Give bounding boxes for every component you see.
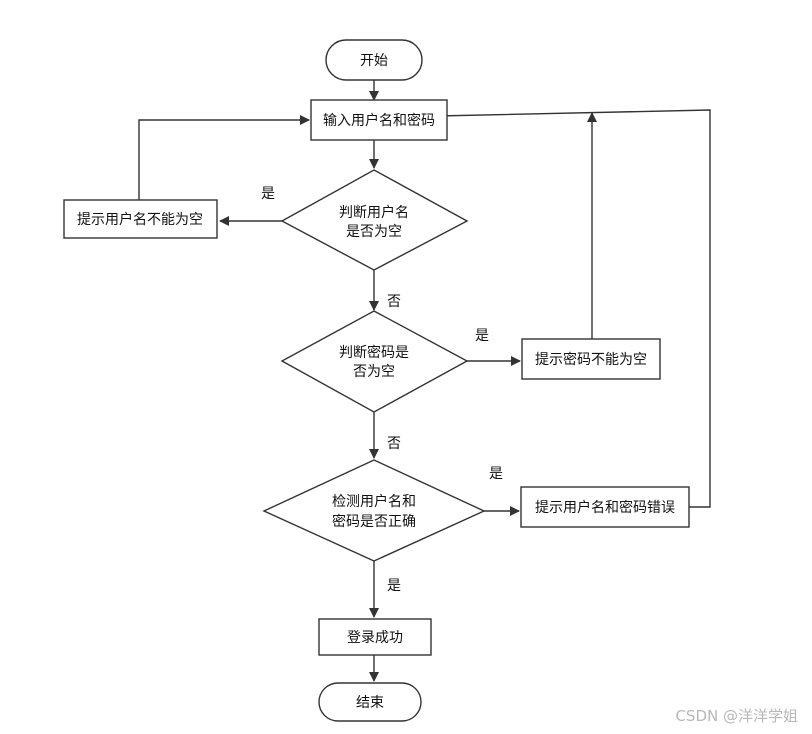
check-username-label-line2: 是否为空 — [346, 224, 402, 240]
watermark: CSDN @洋洋学姐 — [675, 707, 798, 725]
input-node: 输入用户名和密码 — [310, 99, 448, 141]
edge-label-user-empty-yes: 是 — [261, 186, 275, 202]
prompt-password-empty-label: 提示密码不能为空 — [535, 351, 647, 368]
prompt-credentials-error-label: 提示用户名和密码错误 — [535, 499, 675, 516]
check-username-decision: 判断用户名 是否为空 — [280, 169, 469, 271]
prompt-password-empty-node: 提示密码不能为空 — [521, 338, 661, 380]
edge-prompt-error-back-to-input — [436, 109, 711, 508]
edge-label-pwd-empty-yes: 是 — [475, 328, 489, 344]
check-password-label-line2: 否为空 — [353, 364, 395, 380]
edge-label-verify-bottom: 是 — [387, 578, 401, 594]
input-label: 输入用户名和密码 — [323, 112, 435, 129]
prompt-username-empty-node: 提示用户名不能为空 — [63, 199, 218, 239]
verify-credentials-label-line2: 密码是否正确 — [332, 513, 416, 530]
edge-label-verify-top: 是 — [489, 466, 503, 482]
check-username-label-line1: 判断用户名 — [339, 204, 409, 221]
start-label: 开始 — [360, 53, 388, 69]
end-node: 结束 — [318, 682, 422, 722]
check-password-decision: 判断密码是 否为空 — [280, 310, 469, 413]
login-success-node: 登录成功 — [318, 618, 432, 656]
edge-label-pwd-empty-no: 否 — [387, 436, 401, 452]
verify-credentials-decision: 检测用户名和 密码是否正确 — [262, 459, 486, 562]
prompt-credentials-error-node: 提示用户名和密码错误 — [520, 486, 690, 528]
end-label: 结束 — [356, 695, 384, 711]
prompt-username-empty-label: 提示用户名不能为空 — [77, 211, 203, 228]
edge-prompt-user-back-to-input — [138, 115, 310, 200]
edge-label-user-empty-no: 否 — [387, 294, 401, 310]
verify-credentials-label-line1: 检测用户名和 — [332, 493, 416, 510]
check-password-label-line1: 判断密码是 — [339, 344, 409, 361]
start-node: 开始 — [325, 39, 423, 81]
login-success-label: 登录成功 — [347, 630, 403, 646]
